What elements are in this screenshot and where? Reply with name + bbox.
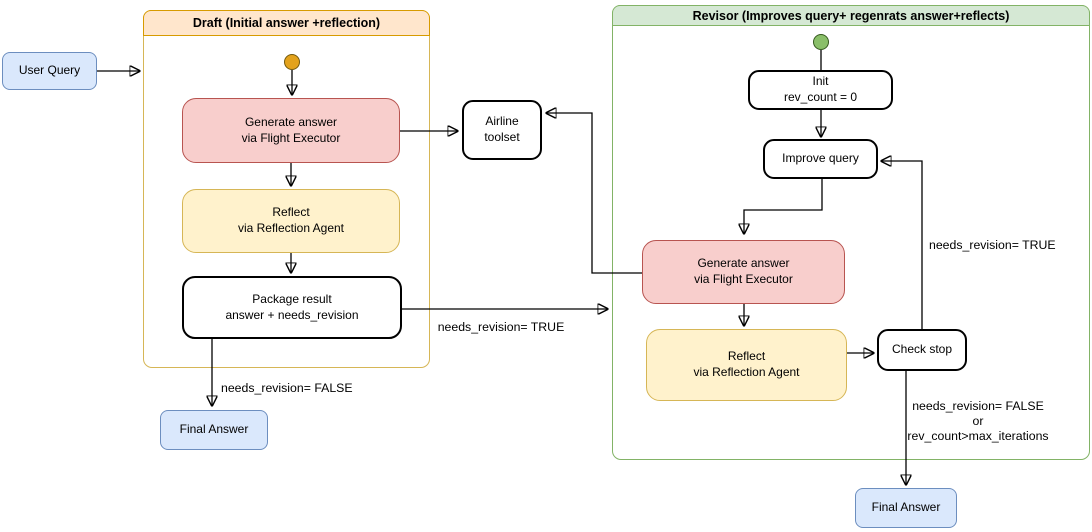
revisor-init-label: Init rev_count = 0 — [783, 74, 858, 104]
revisor-container-header: Revisor (Improves query+ regenrats answe… — [612, 5, 1090, 26]
edge-label-stop-condition-revisor: needs_revision= FALSE or rev_count>max_i… — [907, 399, 1049, 443]
revisor-final-answer-node[interactable]: Final Answer — [855, 488, 957, 528]
revisor-init-node[interactable]: Init rev_count = 0 — [748, 70, 893, 110]
revisor-generate-answer-node[interactable]: Generate answer via Flight Executor — [642, 240, 845, 304]
user-query-node[interactable]: User Query — [2, 52, 97, 90]
revisor-check-stop-node[interactable]: Check stop — [877, 329, 967, 371]
revisor-improve-query-node[interactable]: Improve query — [763, 139, 878, 179]
draft-final-answer-node[interactable]: Final Answer — [160, 410, 268, 450]
draft-generate-answer-node[interactable]: Generate answer via Flight Executor — [182, 98, 400, 163]
edge-improve-query-to-generate — [744, 179, 823, 233]
edge-label-needs-revision-false-draft: needs_revision= FALSE — [221, 381, 353, 395]
draft-package-result-node[interactable]: Package result answer + needs_revision — [182, 276, 402, 339]
draft-start-node[interactable] — [284, 54, 300, 70]
revisor-start-node[interactable] — [813, 34, 829, 50]
airline-toolset-label: Airline toolset — [484, 114, 520, 144]
edge-revisor-generate-to-airline-toolset — [547, 113, 642, 274]
revisor-check-stop-label: Check stop — [891, 342, 953, 357]
draft-container-header: Draft (Initial answer +reflection) — [143, 10, 430, 36]
revisor-container-title: Revisor (Improves query+ regenrats answe… — [692, 8, 1010, 23]
draft-final-answer-label: Final Answer — [179, 422, 249, 437]
draft-reflect-label: Reflect via Reflection Agent — [237, 205, 345, 235]
draft-container-title: Draft (Initial answer +reflection) — [192, 16, 381, 30]
draft-generate-answer-label: Generate answer via Flight Executor — [241, 114, 341, 145]
draft-reflect-node[interactable]: Reflect via Reflection Agent — [182, 189, 400, 253]
airline-toolset-node[interactable]: Airline toolset — [462, 100, 542, 160]
user-query-label: User Query — [18, 63, 81, 78]
draft-package-result-label: Package result answer + needs_revision — [225, 291, 359, 322]
revisor-improve-query-label: Improve query — [782, 151, 859, 166]
edge-check-stop-to-improve-query-loop — [882, 161, 923, 329]
revisor-generate-answer-label: Generate answer via Flight Executor — [694, 256, 793, 286]
revisor-reflect-node[interactable]: Reflect via Reflection Agent — [646, 329, 847, 401]
edge-label-needs-revision-true-draft: needs_revision= TRUE — [437, 320, 565, 334]
edge-label-needs-revision-true-revisor: needs_revision= TRUE — [929, 238, 1056, 252]
revisor-final-answer-label: Final Answer — [871, 500, 941, 515]
revisor-reflect-label: Reflect via Reflection Agent — [693, 349, 800, 379]
